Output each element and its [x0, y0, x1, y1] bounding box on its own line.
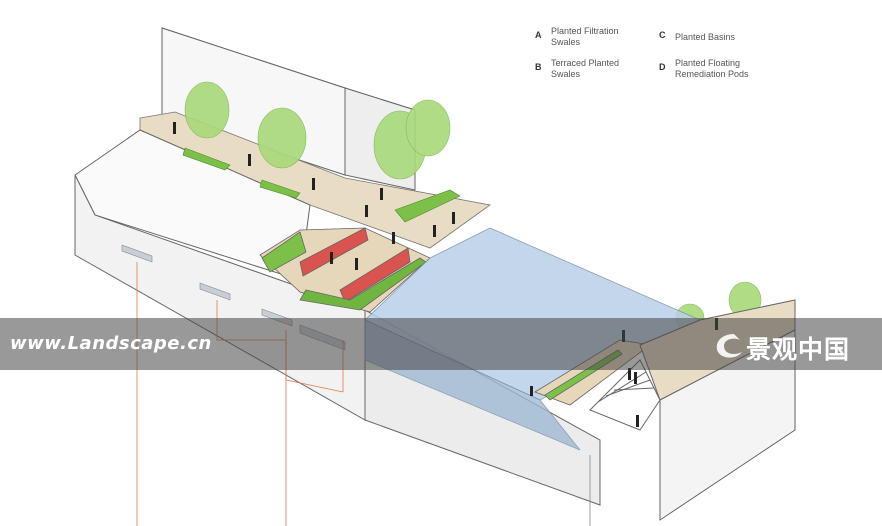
watermark-logo: 景观中国: [712, 328, 872, 364]
watermark-band: [0, 318, 882, 370]
legend-label-b: Terraced Planted Swales: [551, 58, 620, 79]
legend-label-a: Planted Filtration Swales: [551, 26, 619, 47]
filtration-swales: [182, 147, 461, 223]
watermark-logo-text: 景观中国: [746, 335, 851, 364]
legend: A Planted Filtration Swales B Terraced P…: [535, 26, 775, 86]
legend-label-c: Planted Basins: [675, 32, 736, 42]
legend-key-b: B: [535, 62, 542, 72]
legend-key-d: D: [659, 62, 666, 72]
terraced-swales: [259, 227, 431, 313]
legend-label-d: Planted Floating Remediation Pods: [675, 58, 749, 79]
watermark-url: www.Landscape.cn: [10, 333, 212, 354]
logo-swirl-icon: [716, 334, 742, 358]
legend-key-c: C: [659, 30, 666, 40]
legend-key-a: A: [535, 30, 542, 40]
